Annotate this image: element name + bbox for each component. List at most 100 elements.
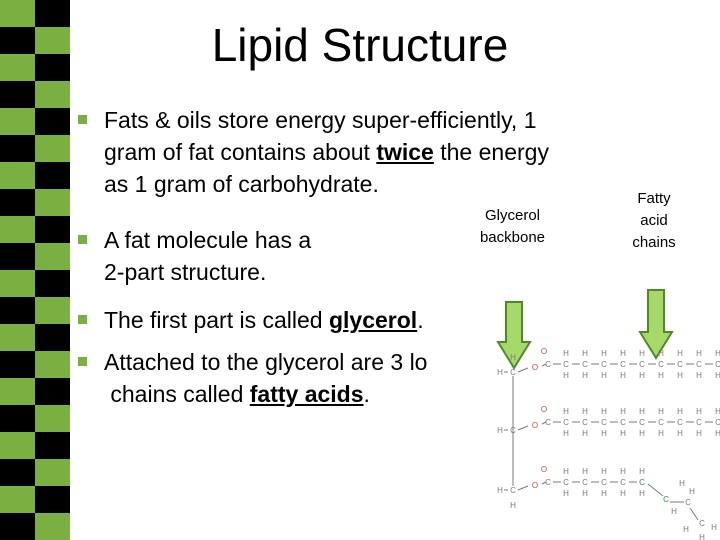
atom-symbol: C <box>601 418 607 427</box>
bullet-line: A fat molecule has a <box>104 224 311 256</box>
strip-cell <box>0 189 35 216</box>
atom-symbol: C <box>677 418 683 427</box>
strip-cell <box>0 54 35 81</box>
atom-symbol: C <box>582 360 588 369</box>
strip-cell <box>35 270 70 297</box>
atom-symbol: C <box>510 426 516 435</box>
atom-symbol: H <box>510 353 516 362</box>
atom-symbol: H <box>715 429 720 438</box>
text-segment: . <box>417 307 424 333</box>
fatty-label-line: Fatty <box>637 190 671 207</box>
strip-cell <box>0 405 35 432</box>
text-segment: The first part is called <box>104 307 329 333</box>
text-segment: gram of fat contains about <box>104 139 377 165</box>
atom-symbol: H <box>620 467 626 476</box>
strip-cell <box>0 81 35 108</box>
atom-symbol: O <box>541 405 547 414</box>
atom-symbol: C <box>639 478 645 487</box>
strip-cell <box>35 189 70 216</box>
acid-label-line: acid <box>640 212 668 229</box>
atom-symbol: H <box>671 507 677 516</box>
chains-label-line: chains <box>632 234 676 251</box>
key-term: glycerol <box>328 307 418 333</box>
atom-symbol: H <box>620 349 626 358</box>
atom-symbol: H <box>696 429 702 438</box>
atom-symbol: H <box>620 407 626 416</box>
bullet-line: chains called fatty acids. <box>104 378 427 410</box>
atom-symbol: H <box>620 429 626 438</box>
text-segment: as 1 gram of carbohydrate. <box>104 171 379 197</box>
strip-cell <box>35 432 70 459</box>
bullet-text: Attached to the glycerol are 3 lo chains… <box>104 346 427 410</box>
text-segment: Attached to the glycerol are 3 lo <box>104 349 428 375</box>
key-term: twice <box>376 139 434 165</box>
bullet-marker-icon <box>78 235 87 244</box>
atom-symbol: C <box>601 478 607 487</box>
atom-symbol: H <box>497 368 503 377</box>
text-segment: A fat molecule has a <box>104 227 312 253</box>
strip-cell <box>0 324 35 351</box>
fatty-acid-chains-label: Fatty acid chains <box>612 188 696 254</box>
slide-title: Lipid Structure <box>211 19 509 71</box>
atom-symbol: H <box>658 371 664 380</box>
strip-cell <box>35 351 70 378</box>
atom-symbol: H <box>715 371 720 380</box>
atom-symbol: O <box>532 363 538 372</box>
atom-symbol: H <box>601 349 607 358</box>
strip-cell <box>35 324 70 351</box>
strip-cell <box>35 162 70 189</box>
atom-symbol: H <box>582 371 588 380</box>
atom-symbol: H <box>601 407 607 416</box>
atom-symbol: H <box>510 501 516 510</box>
atom-symbol: H <box>715 407 720 416</box>
atom-symbol: O <box>541 465 547 474</box>
atom-symbol: H <box>677 349 683 358</box>
atom-symbol: H <box>563 429 569 438</box>
strip-cell <box>35 81 70 108</box>
atom-symbol: H <box>677 429 683 438</box>
atom-symbol: C <box>563 360 569 369</box>
strip-cell <box>0 27 35 54</box>
bullet-line: Fats & oils store energy super-efficient… <box>104 104 549 136</box>
bullet-line: The first part is called glycerol. <box>104 304 424 336</box>
text-segment: 2-part structure. <box>104 259 267 285</box>
strip-cell <box>0 432 35 459</box>
strip-cell <box>35 216 70 243</box>
atom-symbol: C <box>545 418 551 427</box>
text-segment: chains called <box>104 381 250 407</box>
strip-cell <box>0 243 35 270</box>
bullet-text: The first part is called glycerol. <box>104 304 424 336</box>
atom-symbol: C <box>677 360 683 369</box>
strip-cell <box>35 54 70 81</box>
bullet-text: Fats & oils store energy super-efficient… <box>104 104 549 200</box>
strip-cell <box>35 405 70 432</box>
atom-symbol: H <box>563 349 569 358</box>
bond-line <box>541 481 547 485</box>
atom-symbol: C <box>563 478 569 487</box>
atom-symbol: H <box>601 371 607 380</box>
atom-symbol: C <box>582 418 588 427</box>
atom-symbol: H <box>620 489 626 498</box>
atom-symbol: C <box>510 368 516 377</box>
strip-cell <box>35 243 70 270</box>
atom-symbol: H <box>582 489 588 498</box>
fatty-acid-arrow-icon <box>638 289 674 360</box>
atom-symbol: H <box>601 467 607 476</box>
strip-cell <box>0 378 35 405</box>
atom-symbol: C <box>545 360 551 369</box>
atom-symbol: C <box>685 498 691 507</box>
bullet-line: gram of fat contains about twice the ene… <box>104 136 549 168</box>
atom-symbol: H <box>711 523 717 532</box>
atom-symbol: H <box>582 467 588 476</box>
atom-symbol: C <box>620 360 626 369</box>
strip-cell <box>0 297 35 324</box>
atom-symbol: O <box>541 347 547 356</box>
strip-cell <box>0 270 35 297</box>
strip-cell <box>0 0 35 27</box>
atom-symbol: H <box>639 407 645 416</box>
atom-symbol: H <box>679 479 685 488</box>
atom-symbol: C <box>563 418 569 427</box>
atom-symbol: H <box>677 407 683 416</box>
strip-cell <box>0 162 35 189</box>
